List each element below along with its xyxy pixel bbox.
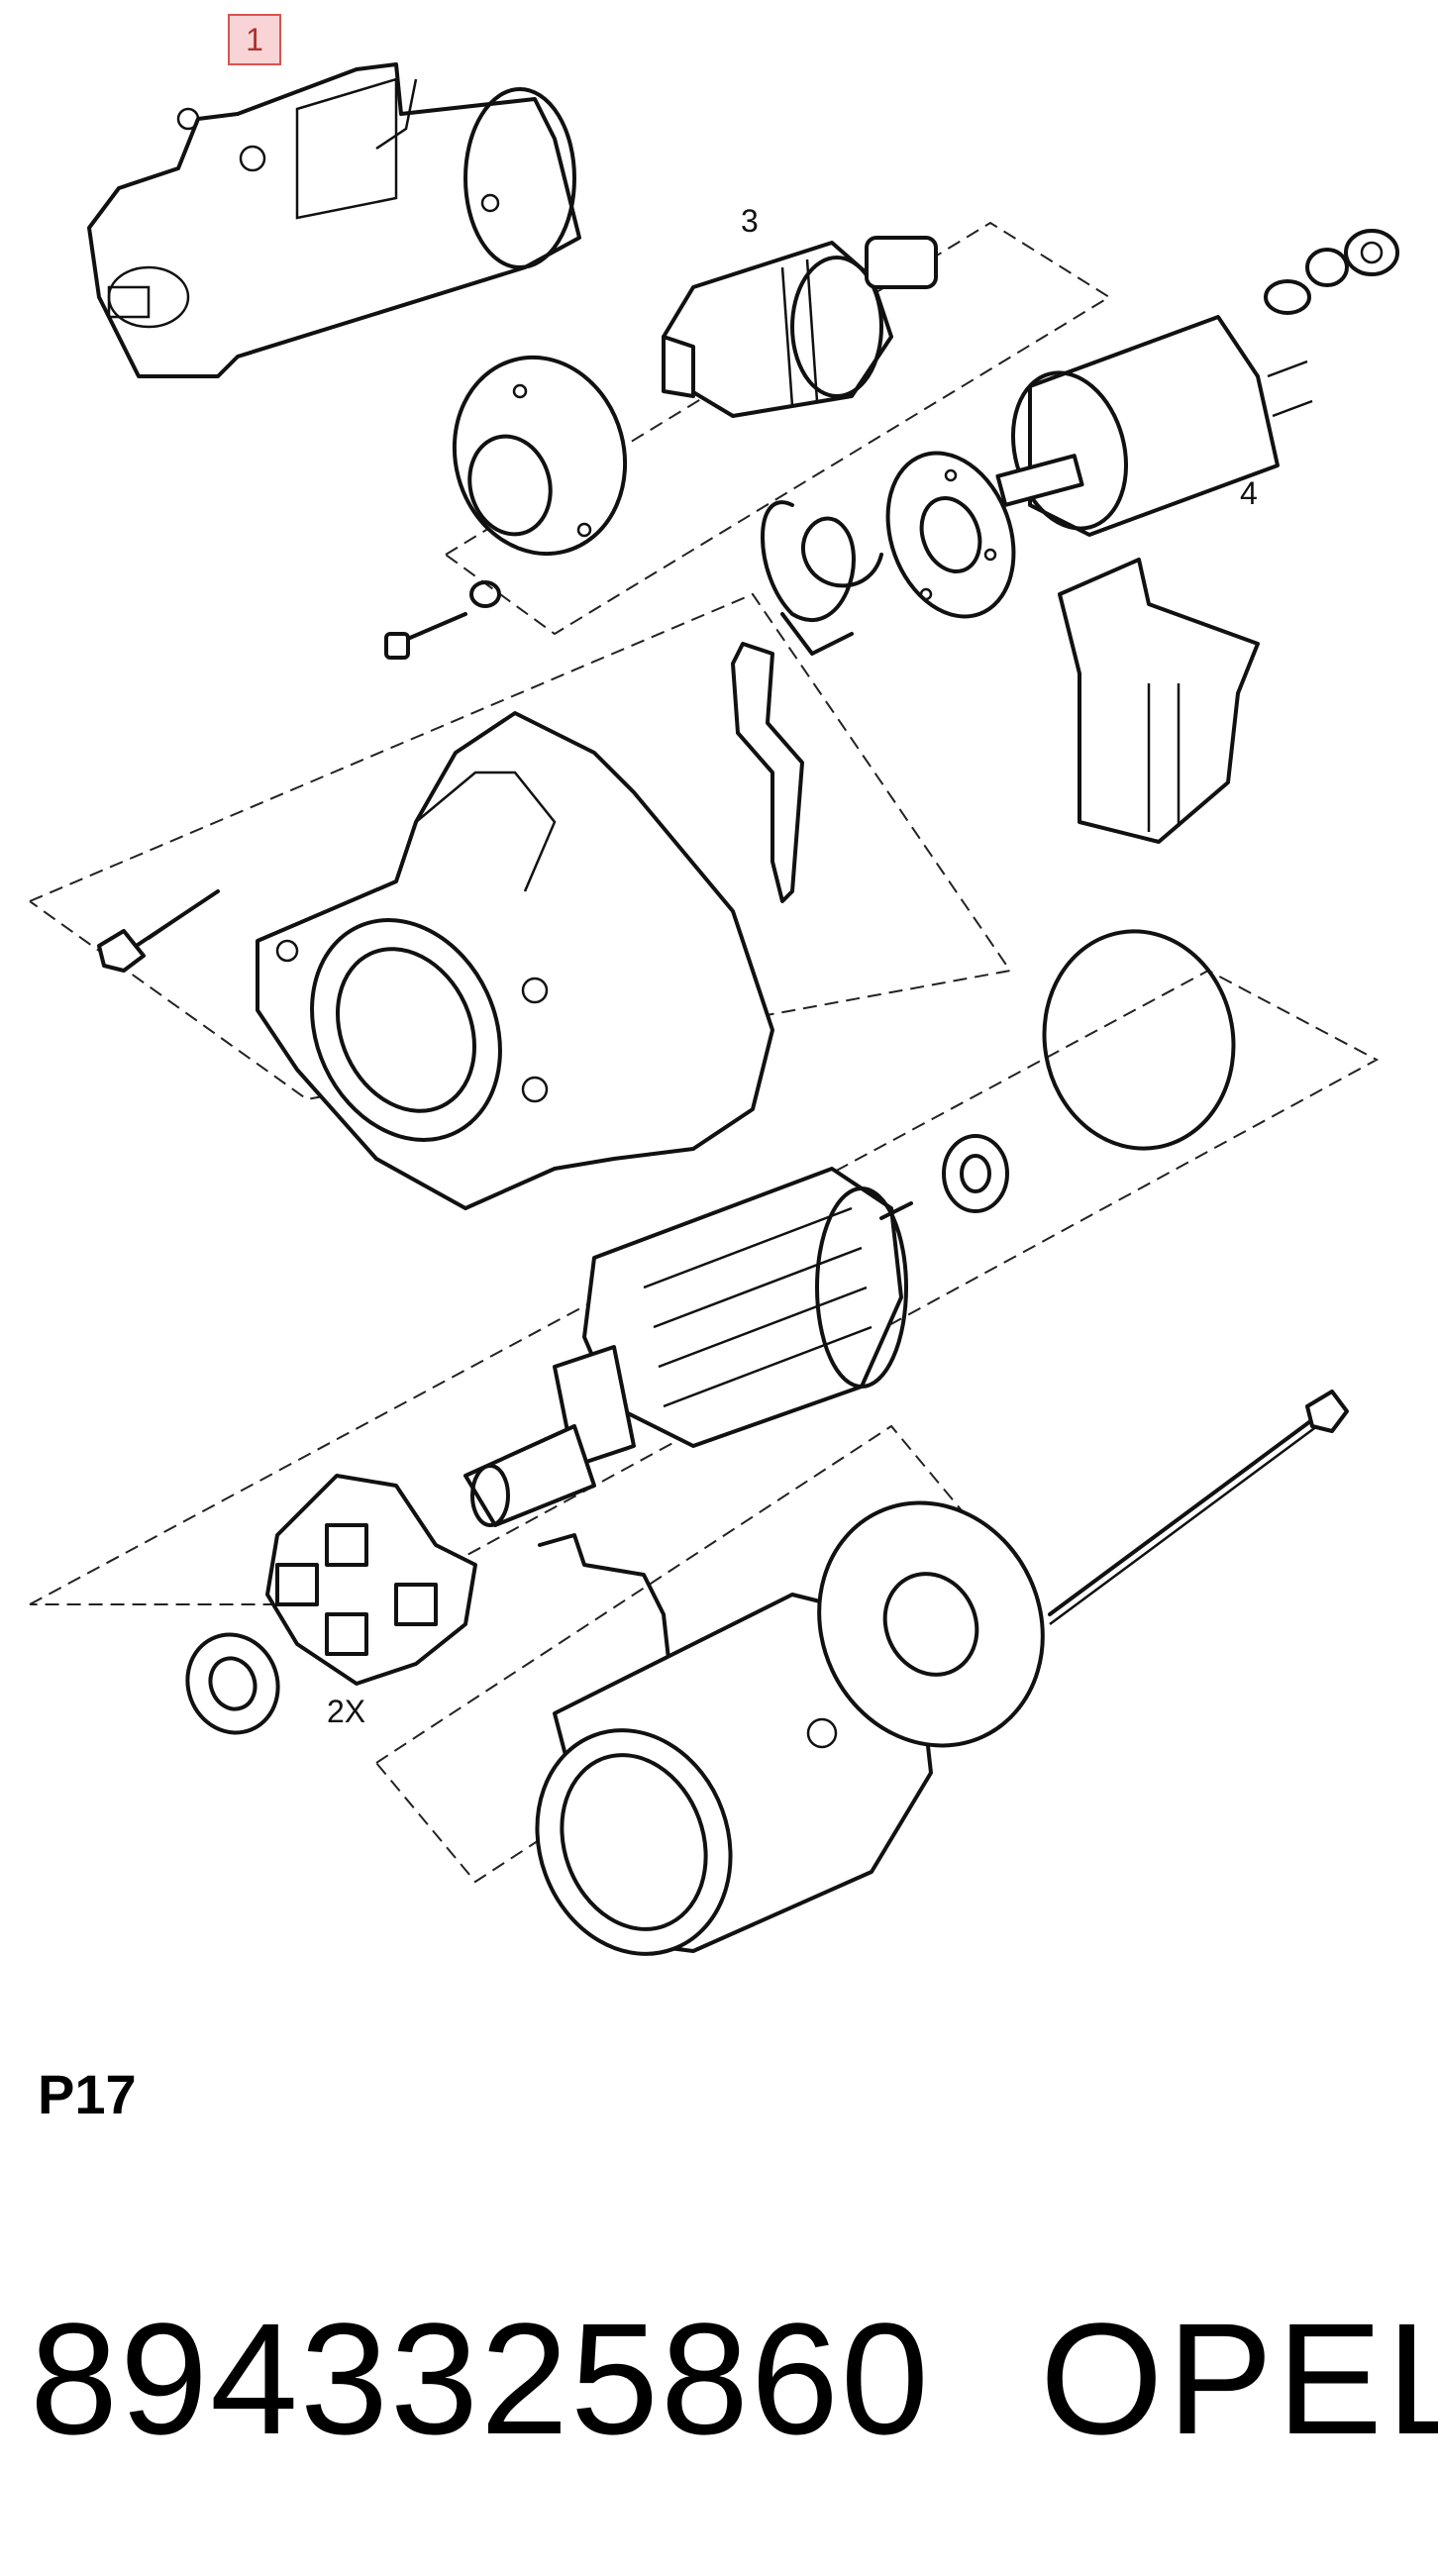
page-code: P17 <box>38 2063 137 2125</box>
drive-end-plate <box>452 355 628 557</box>
complete-starter-motor <box>87 62 581 378</box>
screw-short <box>384 580 501 660</box>
pinion-clutch <box>662 236 938 418</box>
return-spring <box>761 500 883 656</box>
assembly-outline-housing <box>29 592 1012 1101</box>
o-ring <box>1042 929 1236 1151</box>
callout-item-3: 3 <box>741 203 759 239</box>
nut-and-washers <box>1264 229 1399 315</box>
commutator-end-cover <box>817 1500 1045 1748</box>
solenoid-seal-plate <box>885 451 1016 619</box>
armature <box>463 1167 913 1527</box>
part-number: 8943325860 <box>30 2290 931 2467</box>
brush-holder <box>265 1474 477 1686</box>
callout-item-2x: 2X <box>327 1694 366 1729</box>
callout-item-4: 4 <box>1240 475 1258 511</box>
screw-long <box>97 889 220 973</box>
through-bolt <box>1048 1390 1349 1626</box>
callout-item-1[interactable]: 1 <box>228 14 281 65</box>
brand-name: OPEL <box>1040 2290 1438 2467</box>
solenoid <box>995 315 1313 537</box>
rubber-boot <box>1058 558 1260 844</box>
starter-motor-exploded-diagram <box>29 62 1399 1956</box>
yoke-field-frame <box>535 1593 933 1956</box>
bearing <box>942 1134 1009 1213</box>
oil-seal <box>185 1632 280 1735</box>
drive-end-housing <box>256 711 774 1210</box>
shift-lever <box>731 642 804 903</box>
